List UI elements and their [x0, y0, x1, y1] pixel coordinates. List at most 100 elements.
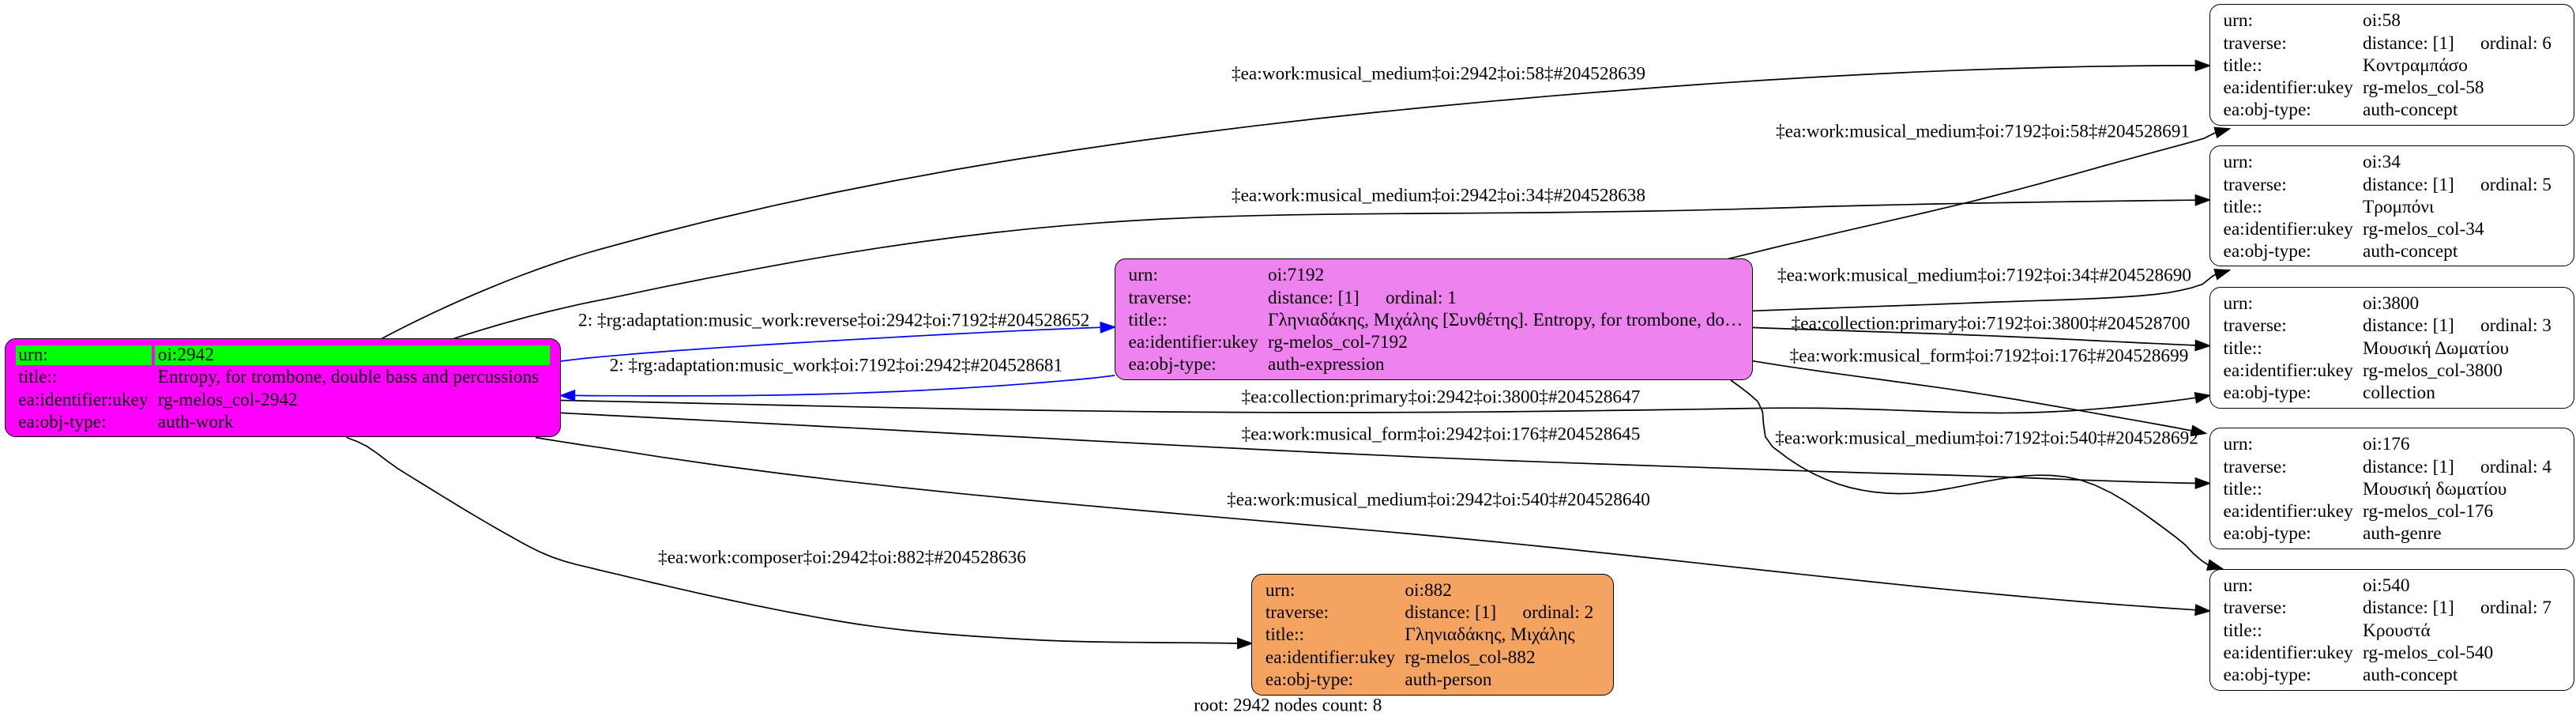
- field-label: ea:identifier:ukey: [1128, 331, 1258, 353]
- field-row-urn: urn:oi:58: [2210, 11, 2574, 31]
- field-row-title: title::Entropy, for trombone, double bas…: [6, 368, 560, 387]
- field-row-eaobjtype: ea:obj-type:auth-genre: [2210, 524, 2574, 544]
- field-value: Κρουστά: [2363, 620, 2431, 641]
- field-value: rg-melos_col-176: [2363, 500, 2494, 522]
- field-value: Entropy, for trombone, double bass and p…: [157, 367, 540, 388]
- field-label: title::: [1128, 309, 1168, 330]
- edge-path: [1752, 326, 2196, 346]
- field-value: Γληνιαδάκης, Μιχάλης [Συνθέτης]. Entropy…: [1268, 309, 1743, 330]
- field-row-traverse: traverse: distance: [1] ordinal: 7: [2210, 598, 2574, 618]
- field-label: traverse:: [2223, 174, 2287, 195]
- field-row-title: title::Μουσική δωματίου: [2210, 480, 2574, 500]
- edge-label-2942-540: ‡ea:work:musical_medium‡oi:2942‡oi:540‡#…: [1227, 489, 1650, 511]
- edge-arrowhead: [2194, 194, 2212, 206]
- field-label: traverse:: [2223, 598, 2287, 619]
- edge-path: [560, 397, 2196, 414]
- field-value: ordinal: 2: [1522, 602, 1594, 624]
- field-label: urn:: [1128, 265, 1159, 286]
- field-label: ea:identifier:ukey: [2223, 642, 2353, 663]
- field-label: ea:obj-type:: [2223, 241, 2311, 262]
- field-row-eaidentifierukey: ea:identifier:ukey rg-melos_col-176: [2210, 502, 2574, 522]
- graph-node-oi-7192: urn: oi:7192 traverse: distance: [1] ordinal…: [1115, 258, 1753, 380]
- field-value: ordinal: 4: [2480, 456, 2552, 477]
- field-value: auth-concept: [2363, 664, 2458, 685]
- edge-label-7192-34: ‡ea:work:musical_medium‡oi:7192‡oi:34‡#2…: [1777, 265, 2192, 286]
- field-value: ordinal: 1: [1386, 287, 1457, 308]
- graph-edge-2942-540: [535, 436, 2212, 617]
- field-label: ea:obj-type:: [2223, 99, 2311, 120]
- field-row-title: title::Μουσική Δωματίου: [2210, 339, 2574, 359]
- edge-label-7192-2942: 2: ‡rg:adaptation:music_work‡oi:7192‡oi:…: [609, 355, 1063, 375]
- edge-arrowhead: [2194, 391, 2212, 404]
- graph-edge-7192-34: [1752, 269, 2232, 312]
- field-value: auth-person: [1405, 669, 1492, 690]
- field-label: urn:: [18, 345, 48, 366]
- field-label: urn:: [2223, 434, 2254, 455]
- field-row-title: title::Γληνιαδάκης, Μιχάλης [Συνθέτης]. …: [1115, 311, 1752, 330]
- field-label: traverse:: [2223, 456, 2287, 477]
- field-label: ea:identifier:ukey: [2223, 218, 2353, 239]
- field-row-eaobjtype: ea:obj-type:auth-expression: [1115, 355, 1752, 375]
- edge-label-2942-58: ‡ea:work:musical_medium‡oi:2942‡oi:58‡#2…: [1231, 63, 1646, 85]
- edge-path: [346, 436, 1239, 644]
- edge-path: [382, 65, 2196, 339]
- edge-label-2942-176: ‡ea:work:musical_form‡oi:2942‡oi:176‡#20…: [1241, 424, 1641, 444]
- field-value: rg-melos_col-58: [2363, 77, 2484, 98]
- field-value: auth-concept: [2363, 241, 2458, 262]
- field-row-traverse: traverse: distance: [1] ordinal: 1: [1115, 288, 1752, 308]
- field-row-title: title::Κρουστά: [2210, 621, 2574, 641]
- field-value: Κοντραμπάσο: [2363, 55, 2468, 76]
- field-row-title: title::Κοντραμπάσο: [2210, 56, 2574, 76]
- field-label: ea:identifier:ukey: [2223, 500, 2353, 522]
- edge-path: [535, 436, 2196, 611]
- graph-edge-2942-176: [560, 412, 2212, 489]
- field-value: oi:882: [1405, 580, 1452, 601]
- field-label: traverse:: [1128, 287, 1192, 308]
- field-value: Μουσική Δωματίου: [2363, 337, 2510, 359]
- field-label: title::: [2223, 478, 2262, 500]
- field-value: ordinal: 7: [2480, 598, 2552, 619]
- graph-edge-7192-3800: [1752, 326, 2212, 352]
- field-value: Γληνιαδάκης, Μιχάλης: [1405, 624, 1575, 646]
- field-label: traverse:: [2223, 315, 2287, 337]
- field-row-eaobjtype: ea:obj-type:collection: [2210, 383, 2574, 403]
- field-value: distance: [1]: [2363, 32, 2454, 54]
- field-value: distance: [1]: [2363, 598, 2454, 619]
- field-value: auth-genre: [2363, 522, 2442, 544]
- field-row-traverse: traverse:distance: [1]ordinal: 6: [2210, 34, 2574, 54]
- field-label: ea:obj-type:: [2223, 664, 2311, 685]
- field-value: ordinal: 6: [2480, 32, 2552, 54]
- field-row-urn: urn:oi:3800: [2210, 294, 2574, 314]
- edge-label-7192-540: ‡ea:work:musical_medium‡oi:7192‡oi:540‡#…: [1775, 428, 2198, 449]
- edge-arrowhead: [2213, 269, 2232, 281]
- edge-arrowhead: [1100, 321, 1117, 334]
- field-row-traverse: traverse:distance: [1]ordinal: 2: [1252, 603, 1612, 623]
- field-value: oi:7192: [1268, 265, 1325, 286]
- field-value: distance: [1]: [2363, 174, 2454, 195]
- field-label: title::: [2223, 55, 2262, 76]
- field-value: rg-melos_col-3800: [2363, 360, 2503, 381]
- edge-path: [453, 199, 2196, 340]
- edge-path: [560, 412, 2196, 485]
- edge-label-2942-7192: 2: ‡rg:adaptation:music_work:reverse‡oi:…: [578, 310, 1090, 331]
- field-value: distance: [1]: [1268, 287, 1359, 308]
- field-value: distance: [1]: [2363, 456, 2454, 477]
- edge-arrowhead: [1237, 637, 1254, 650]
- field-label: ea:identifier:ukey: [2223, 360, 2353, 381]
- field-row-eaidentifierukey: ea:identifier:ukey rg-melos_col-3800: [2210, 361, 2574, 381]
- field-row-urn: urn: oi:7192: [1115, 266, 1752, 285]
- edge-arrowhead: [2194, 477, 2212, 489]
- edge-arrowhead: [2213, 126, 2232, 139]
- field-value: oi:34: [2363, 152, 2401, 173]
- graph-edge-2942-3800: [560, 391, 2212, 414]
- edge-path: [1752, 360, 2192, 432]
- field-value: auth-work: [157, 411, 234, 432]
- field-row-urn: urn:oi:540: [2210, 576, 2574, 596]
